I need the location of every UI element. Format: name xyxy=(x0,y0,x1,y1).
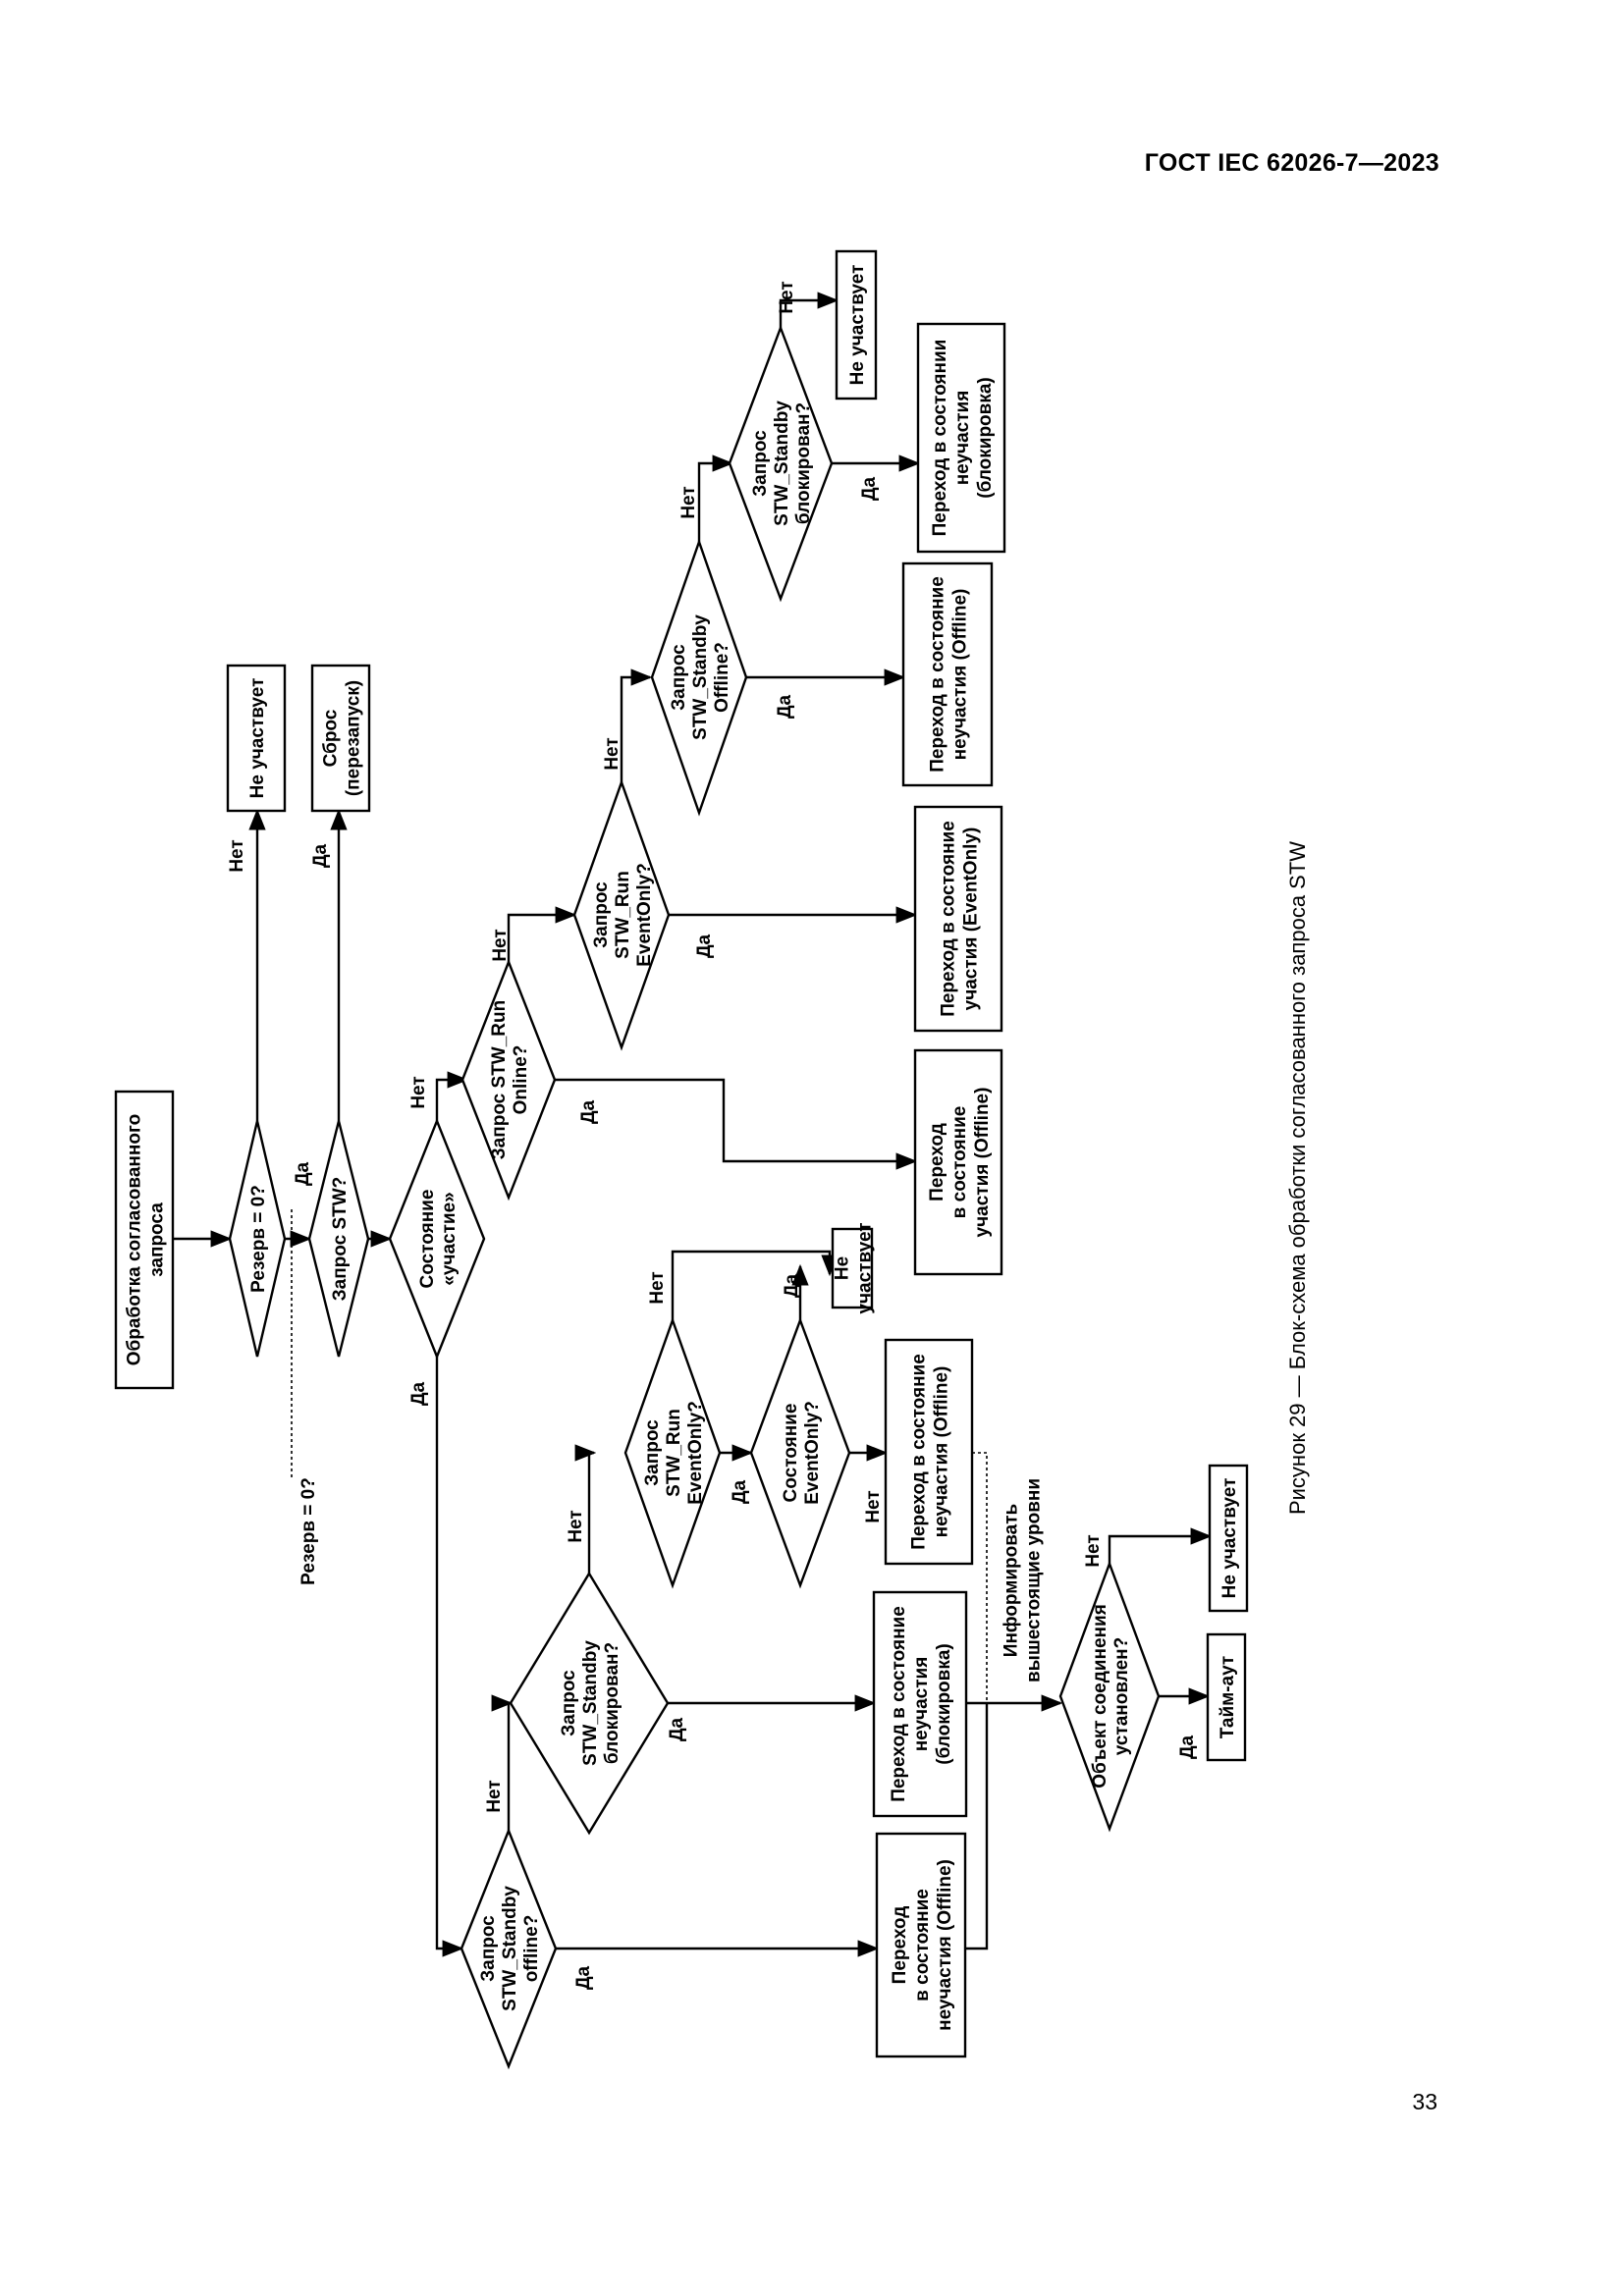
label-standby-blocked2-no: Нет xyxy=(566,1510,586,1542)
label-standby-offline2-no: Нет xyxy=(484,1780,505,1812)
start-box xyxy=(114,1090,175,1390)
to-eventonly-box xyxy=(913,805,1003,1033)
to-nonpart-blocked-1-box xyxy=(916,322,1006,554)
not-participating-2-box xyxy=(835,249,878,400)
label-reserve-no: Нет xyxy=(227,839,247,872)
label-stw-yes: Да xyxy=(310,844,331,869)
merge-offline2 xyxy=(965,1703,989,1950)
label-standby-blocked-no: Нет xyxy=(777,281,797,313)
conn-state-no xyxy=(435,1071,469,1121)
label-state-eventonly-no: Нет xyxy=(863,1490,884,1522)
participation-state-text: Состояние«участие» xyxy=(417,1190,460,1289)
label-reserve-yes: Да xyxy=(293,1162,313,1187)
page-number: 33 xyxy=(1412,2089,1437,2114)
label-standby-blocked-yes: Да xyxy=(859,477,880,502)
conn-eventonly2-no xyxy=(671,1250,839,1320)
not-participating-1-text: Не участвует xyxy=(247,678,268,799)
label-connection-no: Нет xyxy=(1083,1534,1104,1567)
reset-box xyxy=(310,664,371,813)
reserve-check-text: Резерв = 0? xyxy=(248,1185,269,1293)
label-state-eventonly-yes: Да xyxy=(782,1274,802,1299)
reserve-side-label: Резерв = 0? xyxy=(298,1477,319,1585)
connection-established-text: Объект соединенияустановлен? xyxy=(1090,1604,1132,1789)
conn-standby-offline2-no xyxy=(491,1694,514,1831)
standby-offline-1-text: ЗапросSTW_StandbyOffline? xyxy=(669,614,732,740)
state-eventonly-text: СостояниеEventOnly? xyxy=(781,1401,823,1505)
standby-blocked-2-diamond xyxy=(509,1571,670,1836)
label-online-yes: Да xyxy=(578,1100,599,1125)
not-participating-4-box xyxy=(1208,1464,1249,1613)
timeout-box xyxy=(1206,1632,1247,1762)
label-state-yes: Да xyxy=(408,1382,429,1407)
stw-request-diamond xyxy=(307,1120,370,1358)
run-online-text: Запрос STW_RunOnline? xyxy=(489,1000,531,1159)
conn-online-no xyxy=(507,906,577,962)
not-participating-2-text: Не участвует xyxy=(847,265,868,386)
to-offline-1-box xyxy=(913,1048,1003,1276)
label-standby-blocked2-yes: Да xyxy=(667,1718,687,1742)
stw-request-text: Запрос STW? xyxy=(330,1177,351,1302)
label-state-no: Нет xyxy=(408,1076,429,1108)
run-eventonly-2-diamond xyxy=(623,1316,722,1589)
label-connection-yes: Да xyxy=(1177,1735,1198,1760)
standby-blocked-2-text: ЗапросSTW_Standbyблокирован? xyxy=(559,1640,623,1766)
label-eventonly-yes: Да xyxy=(694,934,715,959)
conn-connection-no xyxy=(1108,1527,1213,1564)
standby-offline-2-text: ЗапросSTW_Standbyoffline? xyxy=(478,1886,542,2011)
timeout-text: Тайм-аут xyxy=(1218,1656,1238,1738)
to-nonpart-offline-2-box xyxy=(875,1832,967,2058)
figure-caption: Рисунок 29 — Блок-схема обработки соглас… xyxy=(1285,841,1310,1515)
label-eventonly-no: Нет xyxy=(602,737,623,770)
conn-eventonly-no xyxy=(620,668,653,782)
participation-state-diamond xyxy=(388,1117,486,1361)
run-eventonly-text: ЗапросSTW_RunEventOnly? xyxy=(591,863,655,967)
reset-text: Сброс(перезапуск) xyxy=(321,680,364,796)
label-standby-offline2-yes: Да xyxy=(573,1966,594,1991)
label-standby-offline-yes: Да xyxy=(775,695,795,720)
conn-standby-offline-no xyxy=(697,454,734,542)
connection-established-diamond xyxy=(1058,1560,1161,1833)
run-eventonly-2-text: ЗапросSTW_RunEventOnly? xyxy=(642,1401,706,1505)
state-eventonly-diamond xyxy=(749,1316,851,1589)
not-participating-4-text: Не участвует xyxy=(1219,1478,1240,1599)
run-eventonly-diamond xyxy=(572,778,671,1051)
merge-offline3 xyxy=(972,1452,988,1703)
run-online-diamond xyxy=(460,958,557,1201)
conn-state-yes xyxy=(435,1357,464,1957)
standby-blocked-1-diamond xyxy=(728,324,834,603)
label-online-no: Нет xyxy=(490,929,511,961)
to-nonpart-blocked-2-box xyxy=(872,1590,968,1818)
not-participating-3-box xyxy=(831,1227,874,1309)
document-header: ГОСТ IEC 62026-7—2023 xyxy=(1144,149,1439,177)
conn-standby-blocked-no xyxy=(779,292,839,328)
to-nonpart-offline-3-box xyxy=(884,1338,974,1566)
standby-offline-2-diamond xyxy=(460,1827,558,2070)
reserve-check-diamond xyxy=(228,1120,287,1358)
conn-online-yes xyxy=(555,1078,918,1170)
standby-blocked-1-text: ЗапросSTW_Standbyблокирован? xyxy=(750,400,814,526)
label-eventonly2-yes: Да xyxy=(730,1480,750,1505)
label-eventonly2-no: Нет xyxy=(647,1271,668,1304)
not-participating-1-box xyxy=(226,664,287,813)
standby-offline-1-diamond xyxy=(650,538,748,817)
label-standby-offline-no: Нет xyxy=(678,486,699,518)
conn-standby-blocked2-no xyxy=(574,1444,597,1574)
to-nonpart-offline-1-box xyxy=(901,561,994,787)
